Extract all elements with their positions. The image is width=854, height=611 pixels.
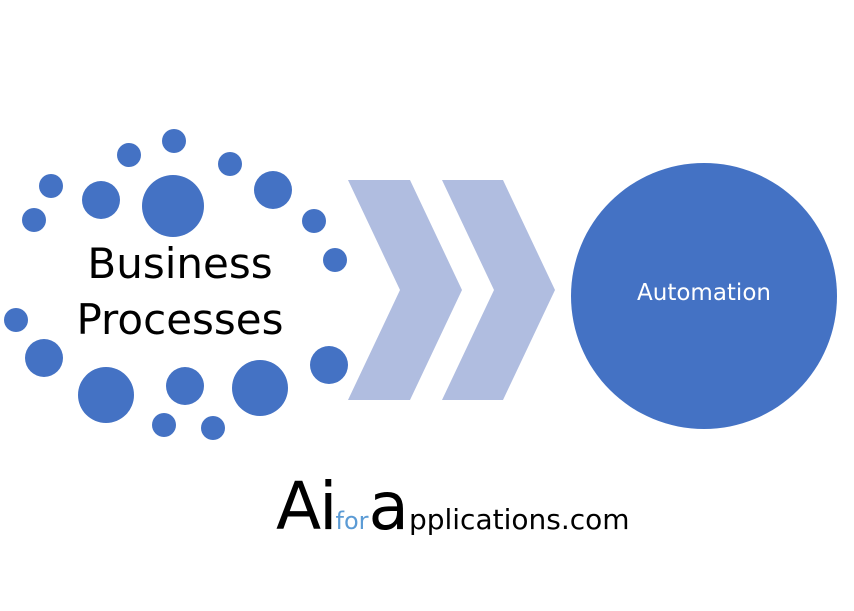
process-dot <box>323 248 347 272</box>
label-line-1: Business <box>87 239 273 288</box>
business-process-dots <box>4 129 348 440</box>
chevron-arrow-2 <box>442 180 555 400</box>
process-dot <box>22 208 46 232</box>
logo-a: a <box>368 468 409 545</box>
logo-for: for <box>335 507 369 535</box>
chevron-arrow-1 <box>348 180 462 400</box>
process-dot <box>4 308 28 332</box>
logo-rest: pplications.com <box>408 503 630 536</box>
process-dot <box>82 181 120 219</box>
process-dot <box>78 367 134 423</box>
process-dot <box>254 171 292 209</box>
business-processes-label: Business Processes <box>40 236 320 348</box>
process-dot <box>166 367 204 405</box>
automation-label: Automation <box>637 280 771 306</box>
process-dot <box>25 339 63 377</box>
automation-circle <box>571 163 837 429</box>
label-line-2: Processes <box>76 295 284 344</box>
logo-ai: Ai <box>276 468 337 545</box>
process-dot <box>152 413 176 437</box>
process-dot <box>162 129 186 153</box>
process-dot <box>302 209 326 233</box>
process-dot <box>142 175 204 237</box>
process-dot <box>232 360 288 416</box>
process-dot <box>39 174 63 198</box>
process-dot <box>310 346 348 384</box>
aiforapplications-logo: Aiforapplications.com <box>276 468 630 545</box>
process-dot <box>201 416 225 440</box>
process-dot <box>218 152 242 176</box>
process-dot <box>117 143 141 167</box>
